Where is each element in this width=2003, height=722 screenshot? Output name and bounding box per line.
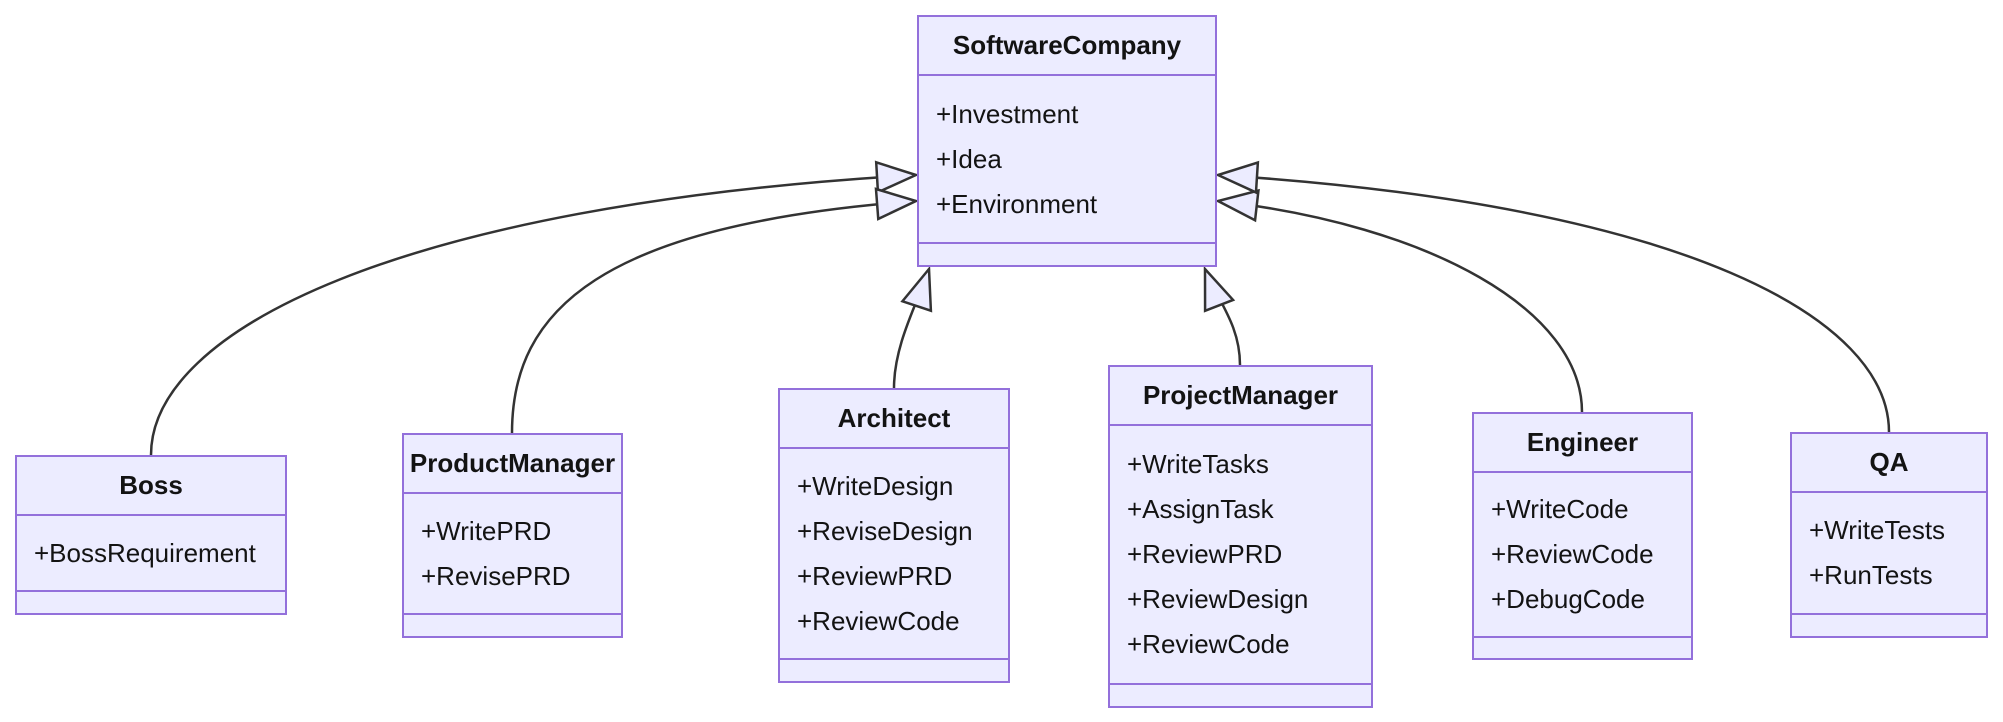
class-node-architect: Architect +WriteDesign +ReviseDesign +Re… [778,388,1010,683]
class-title: Engineer [1474,414,1691,473]
class-node-qa: QA +WriteTests +RunTests [1790,432,1988,638]
class-attribute: +ReviewCode [1127,629,1290,659]
class-attribute: +WritePRD [421,515,552,546]
class-attribute: +RevisePRD [421,560,571,591]
class-attribute: +ReviewPRD [1127,539,1283,569]
class-attribute: +WriteTasks [1127,449,1269,479]
class-node-engineer: Engineer +WriteCode +ReviewCode +DebugCo… [1472,412,1693,660]
class-node-productmanager: ProductManager +WritePRD +RevisePRD [402,433,623,638]
class-attribute: +ReviseDesign [797,515,973,546]
edge-projectmanager-to-softwarecompany [1203,265,1242,366]
class-attributes: +WriteDesign +ReviseDesign +ReviewPRD +R… [780,449,1008,660]
edge-architect-to-softwarecompany [892,265,933,389]
class-title: Architect [780,390,1008,449]
class-title: Boss [17,457,285,516]
class-attribute: +ReviewPRD [797,560,953,591]
class-methods-empty [1474,638,1691,659]
class-methods-empty [1110,685,1371,706]
class-attribute: +RunTests [1809,560,1933,590]
class-attribute: +WriteDesign [797,470,954,501]
class-title: QA [1792,434,1986,493]
class-node-boss: Boss +BossRequirement [15,455,287,615]
class-methods-empty [780,660,1008,681]
class-attribute: +Investment [936,98,1079,129]
class-methods-empty [404,615,621,636]
class-attribute: +DebugCode [1491,584,1645,614]
class-attribute: +AssignTask [1127,494,1274,524]
class-attribute: +WriteTests [1809,515,1946,545]
class-attribute: +WriteCode [1491,494,1629,524]
class-attributes: +WritePRD +RevisePRD [404,494,621,615]
class-attributes: +WriteTests +RunTests [1792,493,1986,615]
class-attributes: +Investment +Idea +Environment [919,76,1215,244]
class-methods-empty [919,244,1215,265]
class-attributes: +WriteCode +ReviewCode +DebugCode [1474,473,1691,638]
class-attribute: +ReviewCode [1491,539,1654,569]
class-attribute: +Idea [936,143,1002,174]
class-title: SoftwareCompany [919,17,1215,76]
class-methods-empty [1792,615,1986,636]
class-attribute: +ReviewCode [797,605,960,636]
class-attribute: +ReviewDesign [1127,584,1309,614]
class-title: ProjectManager [1110,367,1371,426]
class-methods-empty [17,592,285,613]
class-attributes: +WriteTasks +AssignTask +ReviewPRD +Revi… [1110,426,1371,685]
class-attributes: +BossRequirement [17,516,285,592]
class-title: ProductManager [404,435,621,494]
class-node-softwarecompany: SoftwareCompany +Investment +Idea +Envir… [917,15,1217,267]
class-attribute: +BossRequirement [34,537,256,568]
class-node-projectmanager: ProjectManager +WriteTasks +AssignTask +… [1108,365,1373,708]
class-attribute: +Environment [936,188,1098,219]
